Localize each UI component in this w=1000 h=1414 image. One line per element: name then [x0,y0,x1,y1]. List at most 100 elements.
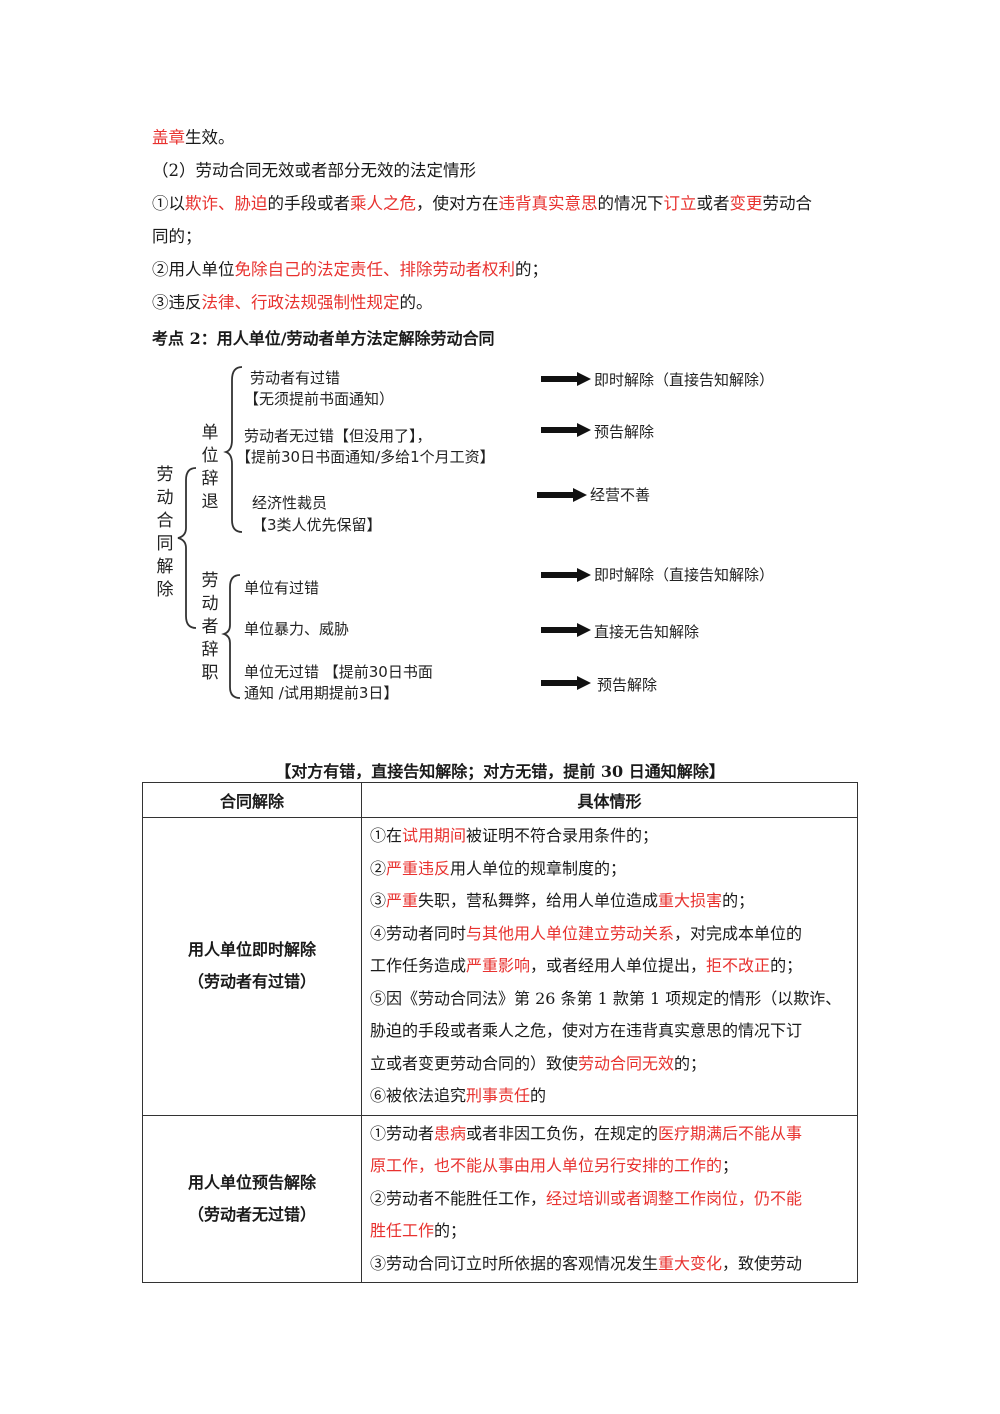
text-run: 的； [434,1221,467,1240]
highlight-text: 严重 [386,891,419,910]
text-run: ⑥被依法追究 [370,1086,467,1105]
text-run: 生效。 [185,128,235,147]
arrow-icon [541,423,591,437]
row-content: ①劳动者患病或者非因工负伤，在规定的医疗期满后不能从事原工作，也不能从事由用人单… [361,1114,858,1283]
arrow-icon [541,676,591,690]
diagram-root-label: 劳动合同解除 [156,465,174,600]
item-worker-no-fault-note: 【提前30日书面通知/多给1个月工资】 [236,448,495,466]
row-label-title: 用人单位即时解除 [187,940,316,960]
text-run: ③ [370,891,387,910]
text-run: 的； [770,956,803,975]
item-worker-fault-note: 【无须提前书面通知） [244,390,395,408]
content-line: ⑥被依法追究刑事责任的 [370,1080,849,1113]
text-run: ⑤因《劳动合同法》第 26 条第 1 款第 1 项规定的情形（以欺诈、 [370,988,842,1008]
text-run: 的。 [399,293,433,312]
table-row: 用人单位预告解除 （劳动者无过错） ①劳动者患病或者非因工负伤，在规定的医疗期满… [142,1114,858,1283]
result-notice: 预告解除 [597,676,658,694]
highlight-text: 患病 [434,1123,467,1143]
text-run: 工作任务造成 [370,956,467,975]
highlight-text: 乘人之危 [350,194,416,213]
item-employer-no-fault: 单位无过错 【提前30日书面 [244,663,433,681]
text-line: ①以欺诈、胁迫的手段或者乘人之危，使对方在违背真实意思的情况下订立或者变更劳动合 [152,193,812,215]
text-run: ； [722,1156,739,1175]
text-run: ②用人单位 [152,260,235,279]
row-label: 用人单位即时解除 （劳动者有过错） [142,817,362,1116]
highlight-text: 订立 [663,194,697,213]
row-label-subtitle: （劳动者无过错） [187,1204,316,1224]
text-run: ④劳动者同时 [370,923,467,943]
result-immediate: 即时解除（直接告知解除） [594,566,775,584]
row-label: 用人单位预告解除 （劳动者无过错） [142,1114,362,1283]
content-line: 胜任工作的； [370,1215,849,1248]
highlight-text: 医疗期满后不能从事 [658,1123,803,1143]
table-header-row: 合同解除 具体情形 [142,782,858,818]
text-run: ，或者经用人单位提出， [530,956,707,975]
text-run: ，对完成本单位的 [674,923,803,943]
table-header: 合同解除 [142,782,362,818]
result-notice: 预告解除 [594,423,655,441]
content-line: ④劳动者同时与其他用人单位建立劳动关系，对完成本单位的 [370,918,849,951]
content-line: ②劳动者不能胜任工作，经过培训或者调整工作岗位，仍不能 [370,1183,849,1216]
content-line: 原工作，也不能从事由用人单位另行安排的工作的； [370,1150,849,1183]
text-run: ②劳动者不能胜任工作， [370,1188,547,1208]
text-run: 的手段或者 [267,194,351,213]
text-run: 的； [674,1053,707,1073]
row-label-subtitle: （劳动者有过错） [187,972,316,992]
text-line: ②用人单位免除自己的法定责任、排除劳动者权利的； [152,259,548,281]
result-direct-no-notice: 直接无告知解除 [594,623,700,641]
table-row: 用人单位即时解除 （劳动者有过错） ①在试用期间被证明不符合录用条件的；②严重违… [142,817,858,1116]
text-run: 的 [530,1086,547,1105]
text-run: ② [370,858,387,878]
arrow-icon [541,623,591,637]
section-heading: 考点 2：用人单位/劳动者单方法定解除劳动合同 [152,329,495,348]
item-worker-no-fault: 劳动者无过错【但没用了】， [244,427,432,445]
highlight-text: 严重影响 [466,956,531,975]
content-line: 工作任务造成严重影响，或者经用人单位提出，拒不改正的； [370,950,849,983]
table-caption: 【对方有错，直接告知解除；对方无错，提前 30 日通知解除】 [275,762,725,781]
highlight-text: 法律、行政法规强制性规定 [201,293,400,312]
item-employer-fault: 单位有过错 [244,579,320,597]
text-line: 盖章生效。 [152,127,235,149]
text-run: （2）劳动合同无效或者部分无效的法定情形 [152,161,476,180]
highlight-text: 经过培训或者调整工作岗位，仍不能 [546,1188,803,1208]
text-line: 同的； [152,226,202,248]
branch-dismissal-label: 单位辞退 [201,423,219,512]
highlight-text: 试用期间 [402,826,467,845]
content-line: ③严重失职，营私舞弊，给用人单位造成重大损害的； [370,885,849,918]
result-poor-operation: 经营不善 [590,486,651,504]
text-run: ①在 [370,826,403,845]
highlight-text: 拒不改正 [706,956,771,975]
highlight-text: 重大损害 [658,891,723,910]
diagram-brackets [177,366,243,699]
termination-table: 合同解除 具体情形 用人单位即时解除 （劳动者有过错） ①在试用期间被证明不符合… [142,782,858,1283]
text-run: ③违反 [152,293,202,312]
content-line: ①劳动者患病或者非因工负伤，在规定的医疗期满后不能从事 [370,1118,849,1151]
text-run: 胁迫的手段或者乘人之危，使对方在违背真实意思的情况下订 [370,1021,803,1040]
text-run: 用人单位的规章制度的； [450,858,627,878]
text-run: 同的； [152,227,202,246]
highlight-text: 刑事责任 [466,1086,531,1105]
result-immediate: 即时解除（直接告知解除） [594,371,775,389]
row-label-title: 用人单位预告解除 [187,1172,316,1192]
highlight-text: 违背真实意思 [498,194,598,213]
text-run: 的情况下 [597,194,664,213]
text-run: 立或者变更劳动合同的）致使 [370,1053,579,1073]
text-line: （2）劳动合同无效或者部分无效的法定情形 [152,160,476,182]
content-line: ③劳动合同订立时所依据的客观情况发生重大变化，致使劳动 [370,1248,849,1281]
content-line: ②严重违反用人单位的规章制度的； [370,853,849,886]
item-employer-no-fault-note: 通知 /试用期提前3日】 [244,684,399,702]
highlight-text: 重大变化 [658,1253,723,1273]
item-worker-fault: 劳动者有过错 [250,369,341,387]
highlight-text: 欺诈、胁迫 [185,194,268,213]
highlight-text: 原工作，也不能从事由用人单位另行安排的工作的 [370,1156,723,1175]
text-run: 的； [515,260,548,279]
text-run: ③劳动合同订立时所依据的客观情况发生 [370,1253,659,1273]
text-run: ①以 [152,194,185,213]
arrow-icon [541,568,591,582]
content-line: 胁迫的手段或者乘人之危，使对方在违背真实意思的情况下订 [370,1015,849,1048]
text-run: 或者 [696,194,730,213]
text-run: ①劳动者 [370,1123,435,1143]
content-line: 立或者变更劳动合同的）致使劳动合同无效的； [370,1048,849,1081]
highlight-text: 变更 [729,194,763,213]
text-run: 劳动合 [762,194,813,213]
